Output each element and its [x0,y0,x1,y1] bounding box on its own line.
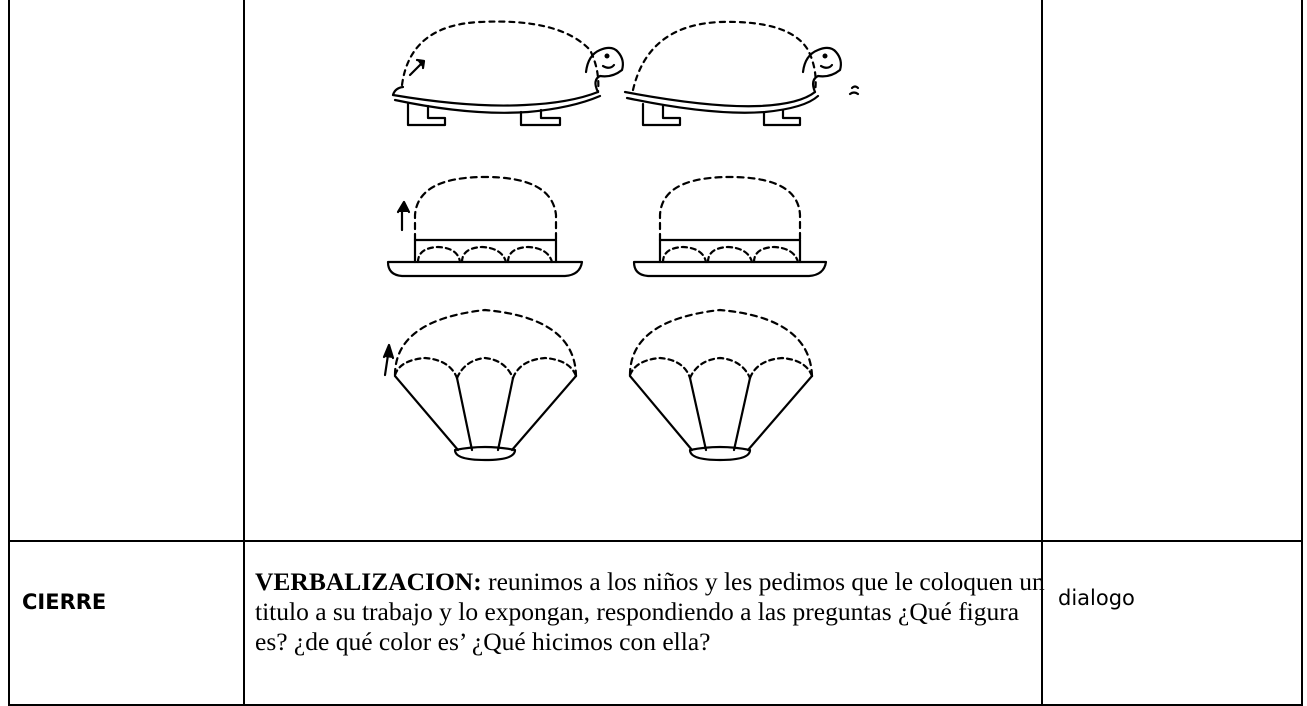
column-divider-2 [1041,0,1043,706]
table-border-right [1301,0,1303,706]
basket-tracing-2 [632,175,828,278]
parachute-tracing-1 [382,308,578,462]
tracing-worksheet-illustration [382,20,860,462]
activity-description: reunimos a los niños y les pedimos que l… [255,567,1045,656]
stage-cell: CIERRE [22,590,107,614]
row-divider [8,540,1303,542]
parachute-tracing-2 [628,308,814,462]
resource-cell: dialogo [1058,586,1135,610]
activity-label: VERBALIZACION: [255,567,482,596]
activity-cell: VERBALIZACION: reunimos a los niños y le… [255,567,1045,657]
table-border-left [8,0,10,706]
turtle-tracing-2 [623,20,860,127]
turtle-tracing-1 [391,20,624,127]
column-divider-1 [243,0,245,706]
basket-tracing-1 [386,175,584,278]
table-border-bottom [8,704,1303,706]
